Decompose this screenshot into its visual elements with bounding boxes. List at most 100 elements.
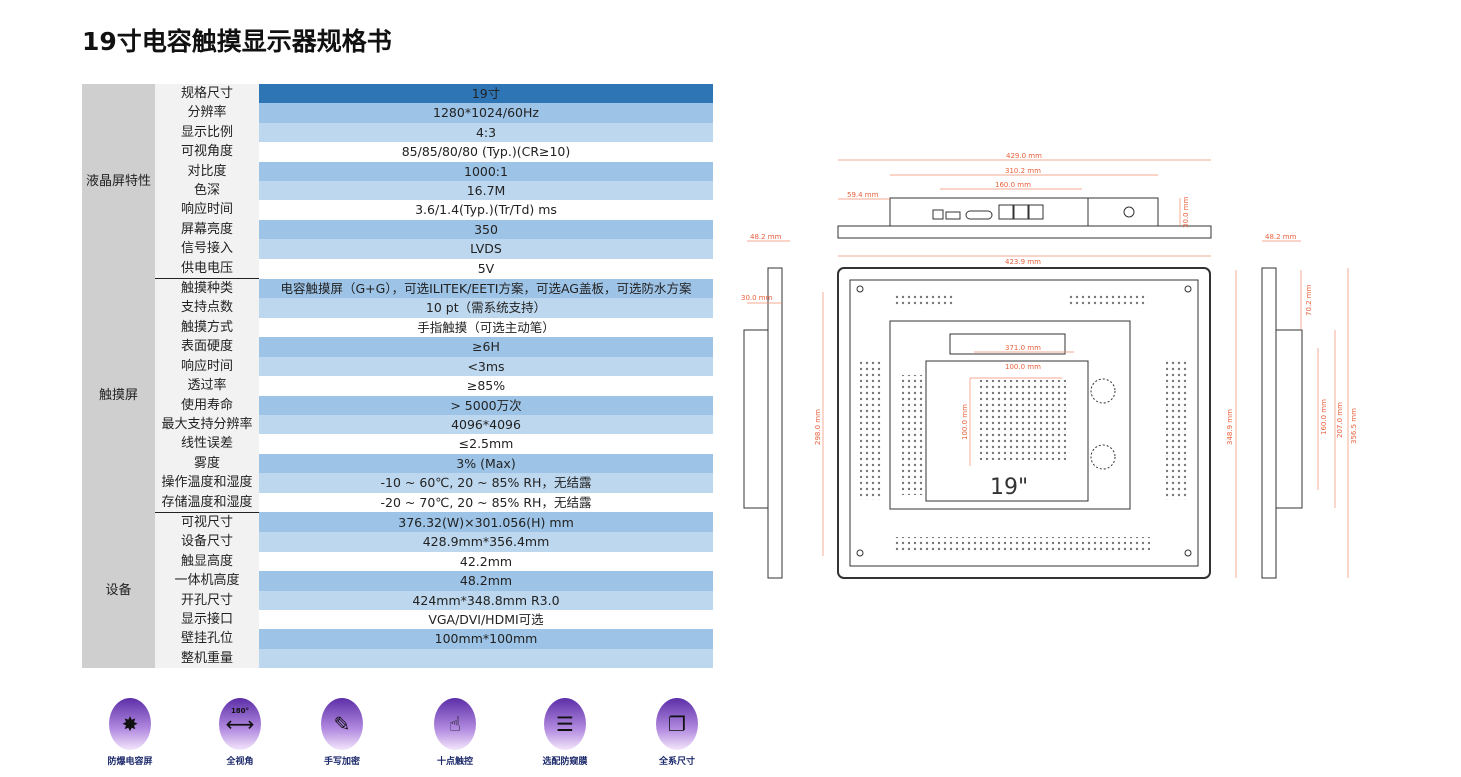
spec-value: > 5000万次 — [259, 395, 713, 415]
spec-value: 19寸 — [259, 84, 713, 104]
spec-value: -20 ~ 70℃, 20 ~ 85% RH，无结露 — [259, 492, 713, 513]
spec-value: 1280*1024/60Hz — [259, 103, 713, 123]
feature-label: 手写加密 — [323, 757, 360, 767]
spec-label: 存储温度和湿度 — [155, 492, 259, 513]
dim-right-h3: 207.0 mm — [1336, 402, 1344, 438]
feature-label: 全系尺寸 — [658, 757, 695, 767]
dim-top-overall: 429.0 mm — [1006, 152, 1042, 160]
dim-right-h4: 356.5 mm — [1350, 408, 1358, 444]
spec-value: 电容触摸屏（G+G），可选ILITEK/EETI方案，可选AG盖板，可选防水方案 — [259, 278, 713, 299]
table-row: 表面硬度≥6H — [82, 337, 713, 357]
dim-left-offset: 30.0 mm — [741, 294, 773, 302]
spec-value: 42.2mm — [259, 551, 713, 572]
dim-front-width: 371.0 mm — [1005, 344, 1041, 352]
spec-label: 表面硬度 — [155, 337, 259, 357]
feature-label: 防爆电容屏 — [107, 757, 153, 767]
multitouch-icon: ☝ — [434, 698, 476, 750]
spec-label: 整机重量 — [155, 648, 259, 669]
spec-label: 响应时间 — [155, 200, 259, 220]
spec-value: 350 — [259, 219, 713, 240]
spec-value: <3ms — [259, 356, 713, 377]
table-row: 响应时间<3ms — [82, 356, 713, 377]
feature-viewing-angle: 180°⟷ 全视角 — [200, 698, 280, 767]
spec-value: 5V — [259, 258, 713, 279]
spec-label: 可视尺寸 — [155, 512, 259, 533]
feature-label: 选配防窥膜 — [542, 757, 588, 767]
section-label: 触摸屏 — [82, 278, 155, 513]
spec-value: ≥6H — [259, 337, 713, 357]
feature-explosion: ✸防爆电容屏 — [90, 698, 170, 767]
spec-value — [259, 648, 713, 669]
spec-label: 壁挂孔位 — [155, 629, 259, 649]
spec-label: 最大支持分辨率 — [155, 414, 259, 435]
spec-label: 可视角度 — [155, 142, 259, 162]
spec-label: 触摸种类 — [155, 278, 259, 299]
spec-label: 雾度 — [155, 453, 259, 474]
spec-value: 3.6/1.4(Typ.)(Tr/Td) ms — [259, 200, 713, 220]
dim-front-height: 298.0 mm — [814, 409, 822, 445]
dim-top-inner: 160.0 mm — [995, 181, 1031, 189]
spec-label: 显示比例 — [155, 122, 259, 143]
spec-label: 使用寿命 — [155, 395, 259, 415]
dim-left-depth: 48.2 mm — [750, 233, 782, 241]
spec-value: 428.9mm*356.4mm — [259, 532, 713, 552]
spec-value: 85/85/80/80 (Typ.)(CR≥10) — [259, 142, 713, 162]
table-row: 使用寿命> 5000万次 — [82, 395, 713, 415]
dim-right-top: 70.2 mm — [1305, 284, 1313, 316]
spec-label: 支持点数 — [155, 298, 259, 318]
technical-drawing: 429.0 mm 310.2 mm 160.0 mm 59.4 mm 30.0 … — [741, 152, 1358, 579]
spec-label: 线性误差 — [155, 434, 259, 454]
spec-value: 48.2mm — [259, 571, 713, 591]
spec-label: 屏幕亮度 — [155, 219, 259, 240]
viewing-angle-icon: 180°⟷ — [219, 698, 261, 750]
feature-sizes: ❐ 全系尺寸 — [637, 698, 717, 767]
dim-vesa-h: 100.0 mm — [961, 404, 969, 440]
dim-right-h2: 160.0 mm — [1320, 399, 1328, 435]
spec-label: 触摸方式 — [155, 317, 259, 338]
sizes-icon: ❐ — [656, 698, 698, 750]
table-row: 整机重量 — [82, 648, 713, 669]
spec-value: 1000:1 — [259, 161, 713, 182]
table-row: 线性误差≤2.5mm — [82, 434, 713, 454]
spec-value: VGA/DVI/HDMI可选 — [259, 609, 713, 630]
section-label: 设备 — [82, 512, 155, 669]
table-row: 触摸屏触摸种类电容触摸屏（G+G），可选ILITEK/EETI方案，可选AG盖板… — [82, 278, 713, 513]
table-row: 存储温度和湿度-20 ~ 70℃, 20 ~ 85% RH，无结露 — [82, 492, 713, 513]
spec-value: -10 ~ 60℃, 20 ~ 85% RH，无结露 — [259, 473, 713, 493]
angle-label: 180° — [230, 707, 250, 715]
feature-label: 十点触控 — [436, 757, 473, 767]
dim-right-h1: 348.9 mm — [1226, 409, 1234, 445]
spec-label: 显示接口 — [155, 609, 259, 630]
spec-value: ≤2.5mm — [259, 434, 713, 454]
spec-value: 10 pt（需系统支持） — [259, 298, 713, 318]
spec-label: 一体机高度 — [155, 571, 259, 591]
spec-value: 4096*4096 — [259, 414, 713, 435]
table-row: 透过率≥85% — [82, 376, 713, 396]
table-row: 操作温度和湿度-10 ~ 60℃, 20 ~ 85% RH，无结露 — [82, 473, 713, 493]
spec-label: 对比度 — [155, 161, 259, 182]
size-mark: 19" — [990, 475, 1028, 500]
spec-value: 16.7M — [259, 181, 713, 201]
spec-label: 供电电压 — [155, 258, 259, 280]
section-label: 液晶屏特性 — [82, 84, 155, 279]
feature-label: 全视角 — [226, 757, 254, 767]
